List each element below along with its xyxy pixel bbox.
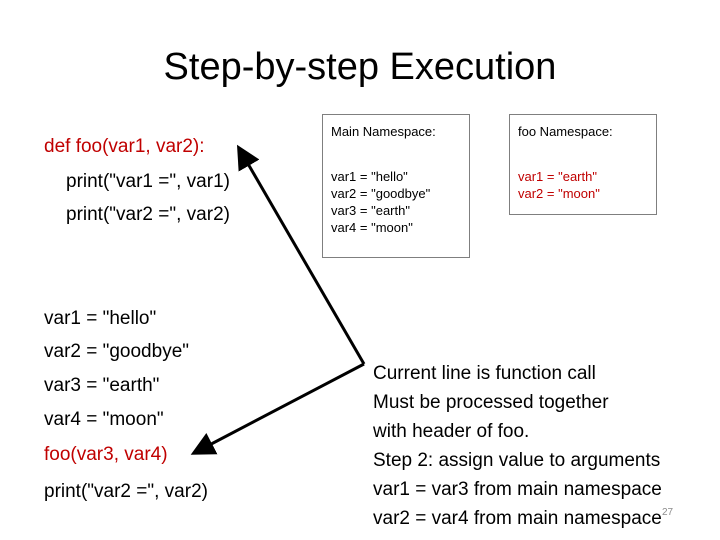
foo-namespace-box: foo Namespace: var1 = "earth" var2 = "mo…: [509, 114, 657, 215]
arrow-to-call: [190, 362, 365, 455]
code-def-line: def foo(var1, var2):: [44, 136, 205, 157]
note-line: Must be processed together: [373, 392, 609, 413]
code-print-line-1: print("var1 =", var1): [66, 171, 230, 192]
foo-namespace-title: foo Namespace:: [518, 124, 613, 139]
main-namespace-line: var2 = "goodbye": [331, 186, 431, 201]
note-line: Step 2: assign value to arguments: [373, 450, 661, 471]
note-line: Current line is function call: [373, 363, 596, 384]
main-namespace-box: Main Namespace: var1 = "hello" var2 = "g…: [322, 114, 470, 258]
main-namespace-line: var1 = "hello": [331, 169, 408, 184]
foo-namespace-line: var1 = "earth": [518, 169, 597, 184]
code-assign-2: var2 = "goodbye": [44, 341, 190, 362]
note-line: var2 = var4 from main namespace: [373, 508, 662, 529]
explanation-note: Current line is function call Must be pr…: [373, 359, 662, 533]
main-namespace-line: var3 = "earth": [331, 203, 410, 218]
code-print-line-3: print("var2 =", var2): [44, 481, 208, 502]
slide-title: Step-by-step Execution: [163, 46, 557, 88]
code-assign-1: var1 = "hello": [44, 308, 157, 329]
code-assign-3: var3 = "earth": [44, 375, 160, 396]
main-namespace-line: var4 = "moon": [331, 220, 413, 235]
foo-namespace-line: var2 = "moon": [518, 186, 600, 201]
code-call-line: foo(var3, var4): [44, 444, 168, 465]
note-line: var1 = var3 from main namespace: [373, 479, 662, 500]
page-number: 27: [662, 507, 674, 518]
main-namespace-title: Main Namespace:: [331, 124, 436, 139]
code-assign-4: var4 = "moon": [44, 409, 164, 430]
code-print-line-2: print("var2 =", var2): [66, 204, 230, 225]
note-line: with header of foo.: [373, 421, 530, 442]
